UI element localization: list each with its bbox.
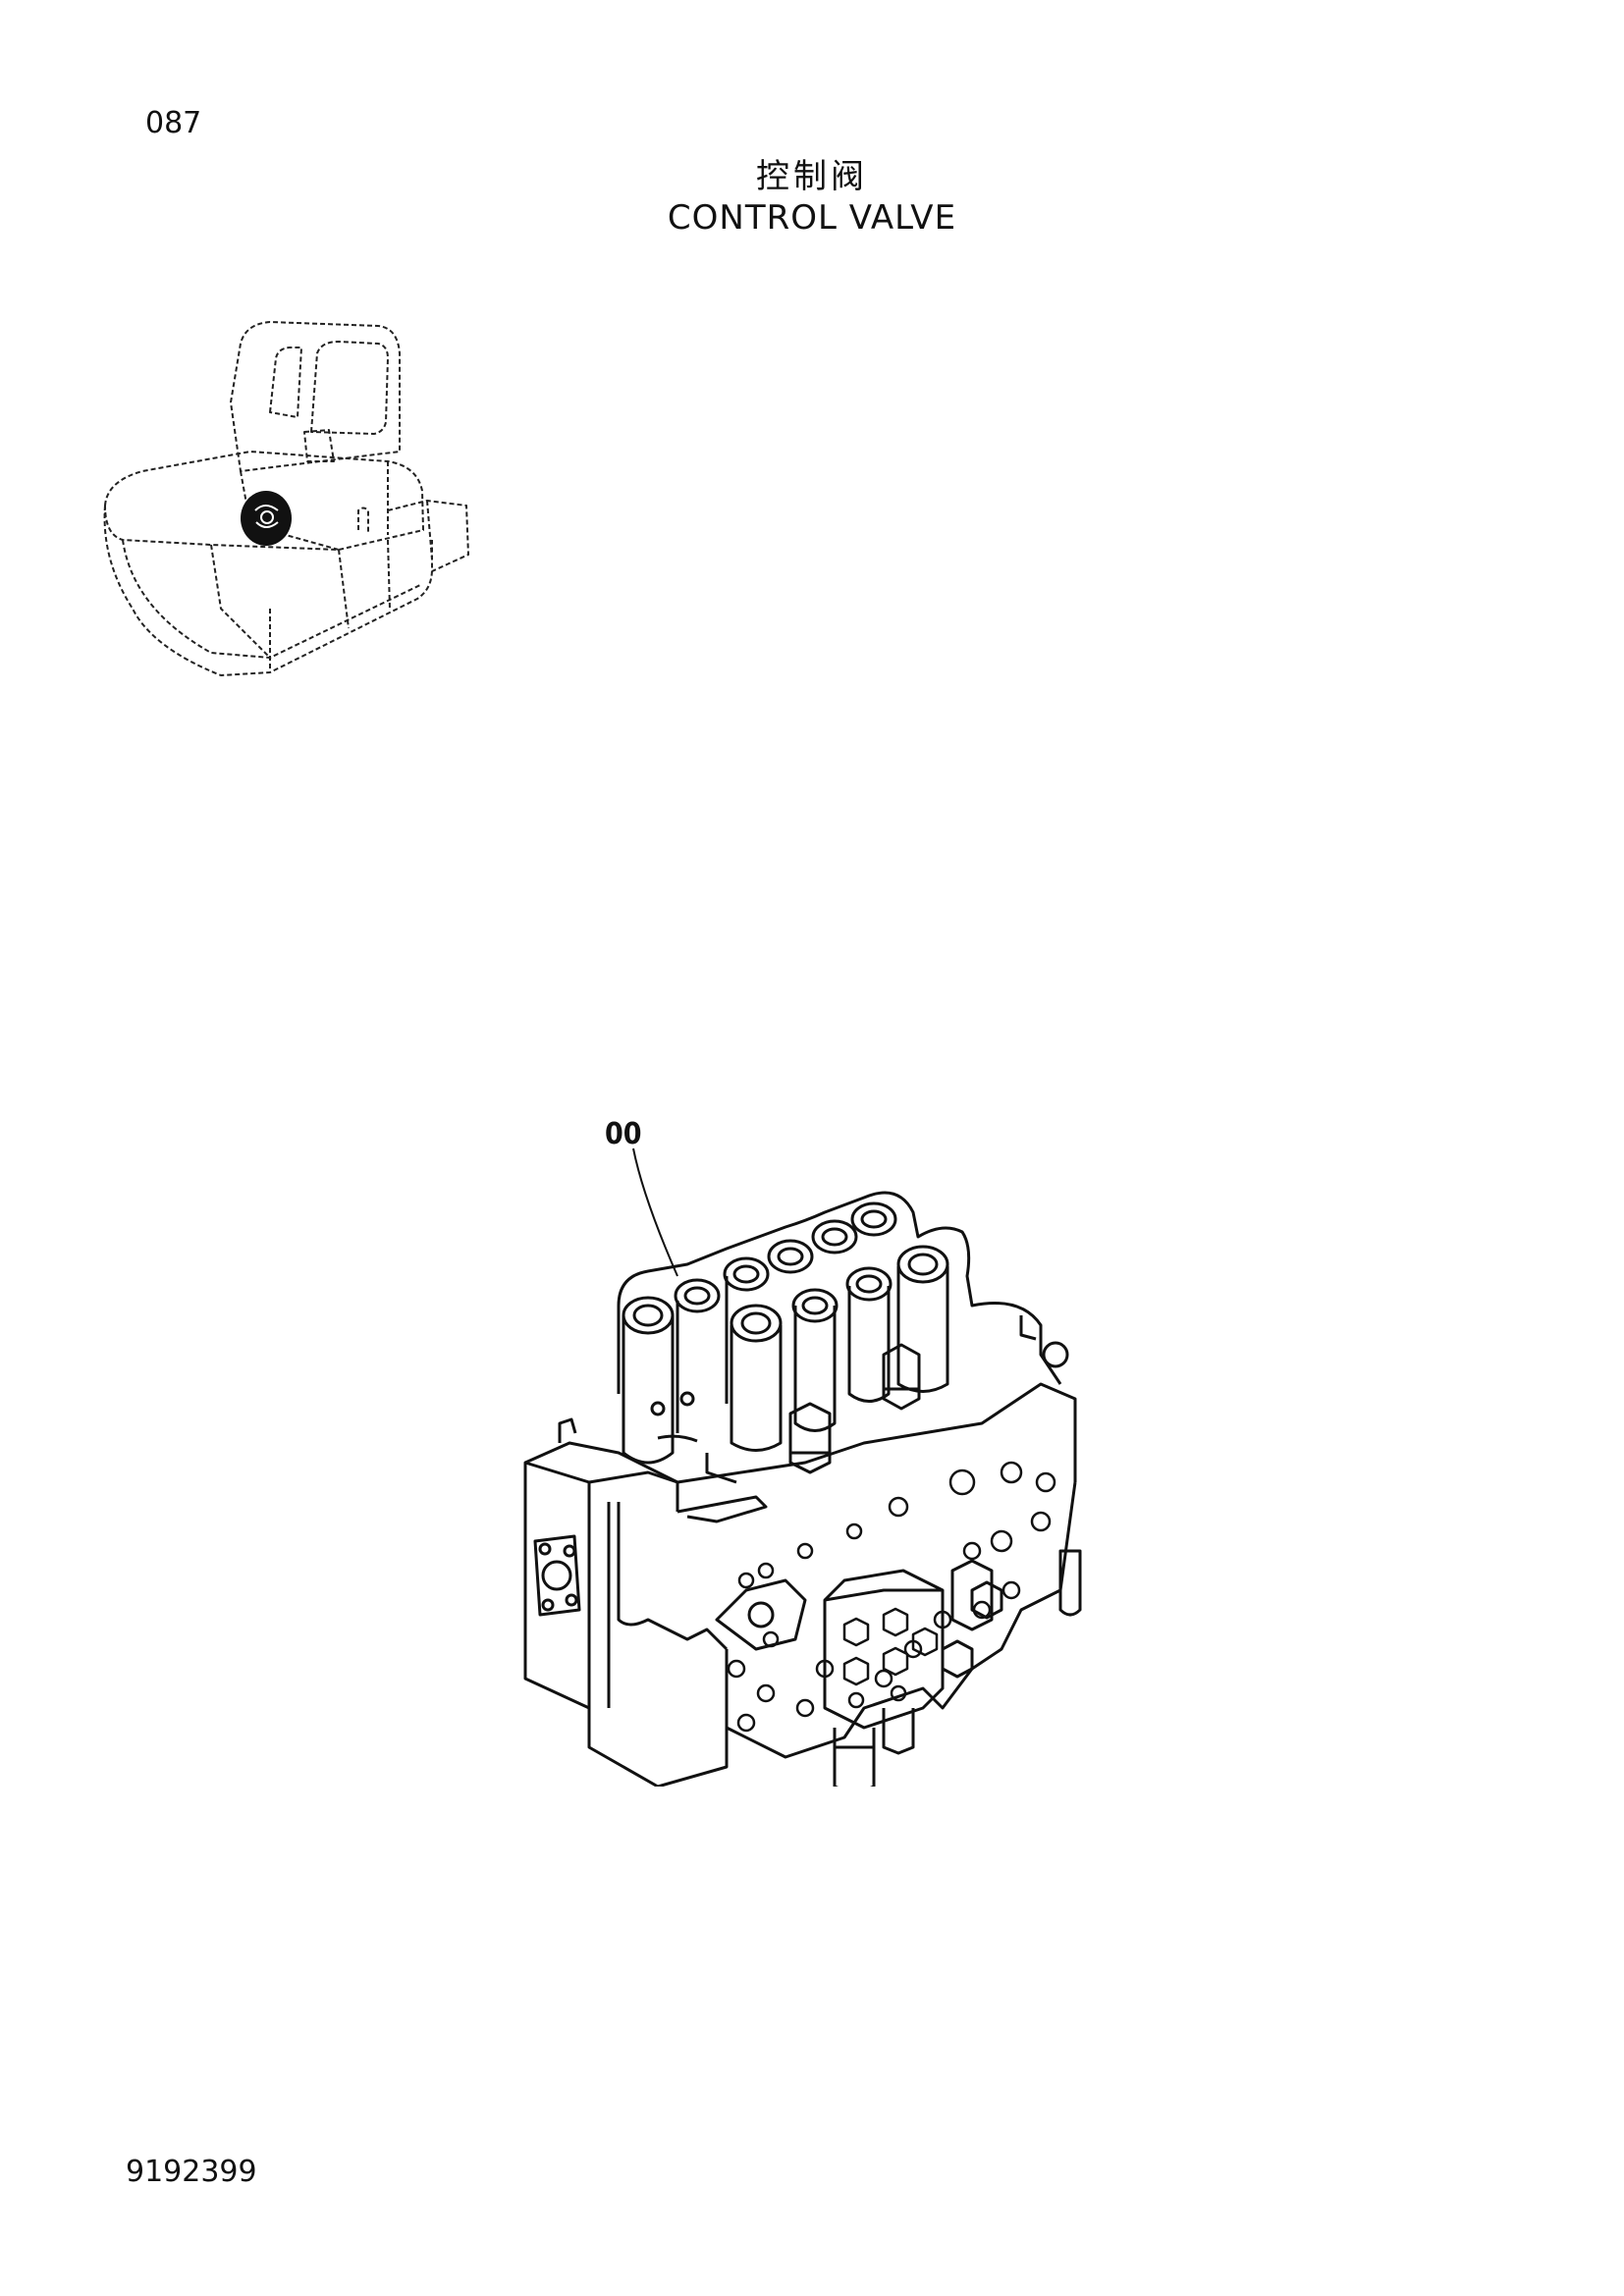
title-english: CONTROL VALVE — [667, 198, 957, 238]
callout-leader-line — [632, 1148, 678, 1277]
part-callout-label: 00 — [605, 1117, 642, 1151]
drawing-number: 9192399 — [126, 2155, 257, 2189]
title-chinese: 控制阀 — [756, 157, 868, 196]
page-number: 087 — [145, 106, 202, 140]
control-valve-assembly-icon — [523, 1191, 1082, 1787]
excavator-locator-icon — [103, 321, 469, 676]
